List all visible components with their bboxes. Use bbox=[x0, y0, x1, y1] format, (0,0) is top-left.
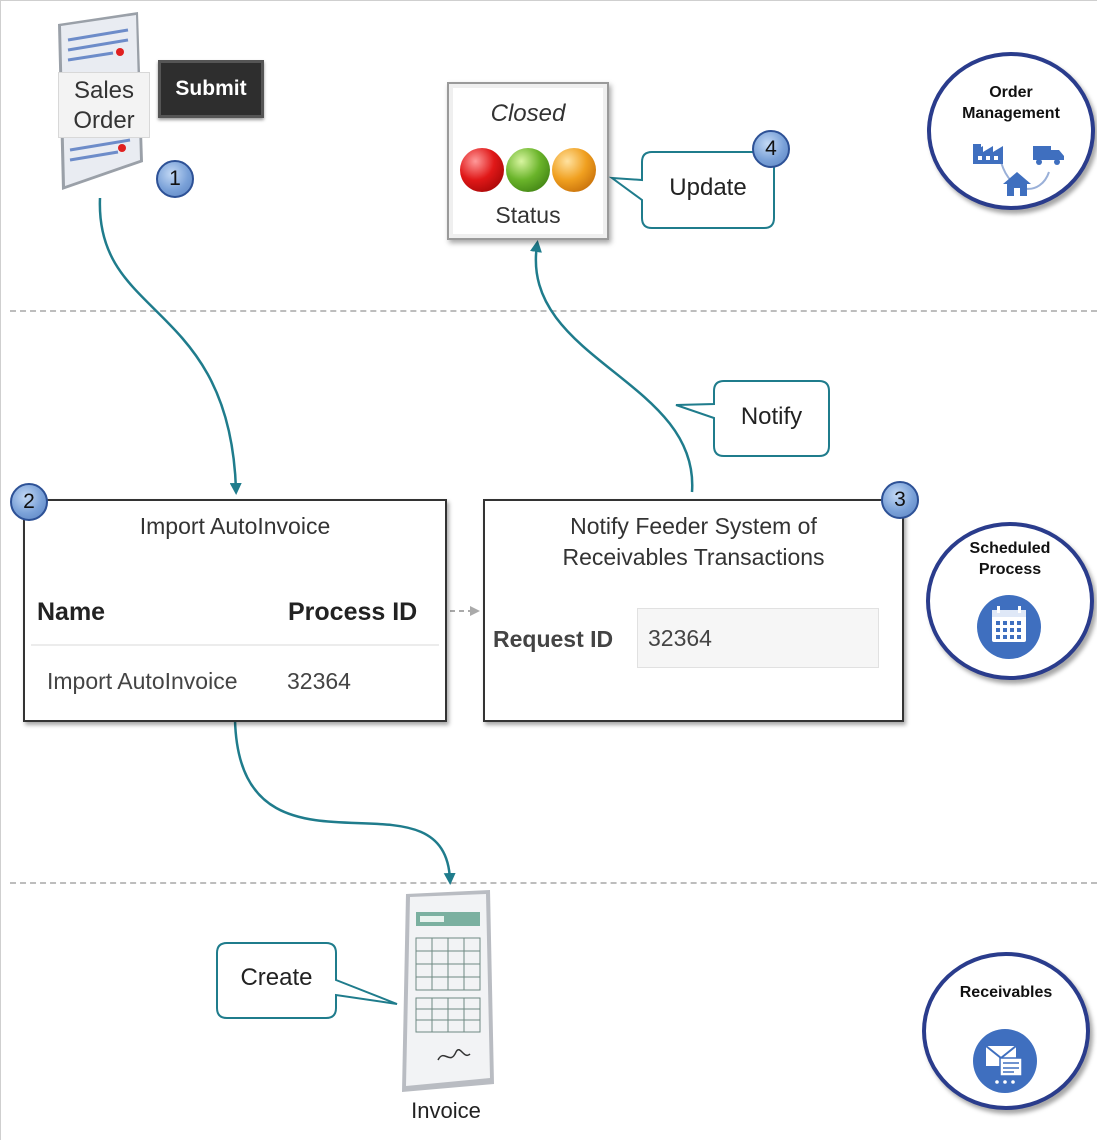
sales-order-label: Sales Order bbox=[58, 72, 150, 138]
red-light-icon bbox=[460, 148, 504, 192]
lane-divider bbox=[10, 882, 1097, 884]
envelope-invoice-icon bbox=[973, 1029, 1037, 1093]
green-light-icon bbox=[506, 148, 550, 192]
callout-notify-shape bbox=[675, 380, 830, 457]
orange-light-icon bbox=[552, 148, 596, 192]
calendar-icon bbox=[977, 595, 1041, 659]
status-widget: Closed Status bbox=[447, 82, 609, 240]
app-title: Receivables bbox=[959, 984, 1053, 1001]
callout-create-shape bbox=[216, 942, 398, 1019]
header-divider bbox=[31, 644, 439, 646]
column-header-process-id: Process ID bbox=[288, 598, 418, 626]
step-badge-3: 3 bbox=[881, 481, 919, 519]
row-process-id-cell: 32364 bbox=[287, 668, 351, 694]
factory-truck-home-icon bbox=[973, 144, 1064, 196]
app-title: Order Management bbox=[962, 84, 1060, 122]
invoice-document-icon bbox=[402, 890, 494, 1092]
app-title: Scheduled Process bbox=[969, 540, 1051, 578]
row-name-cell: Import AutoInvoice bbox=[47, 668, 238, 694]
invoice-label: Invoice bbox=[411, 1098, 481, 1123]
panel-title: Import AutoInvoice bbox=[139, 513, 331, 539]
callout-create: Create bbox=[240, 964, 313, 991]
step-badge-1: 1 bbox=[156, 160, 194, 198]
connector-import-to-invoice bbox=[233, 719, 456, 885]
lane-divider bbox=[10, 310, 1097, 312]
request-id-label: Request ID bbox=[493, 626, 614, 652]
request-id-field[interactable]: 32364 bbox=[637, 608, 879, 668]
notify-feeder-panel: Notify Feeder System of Receivables Tran… bbox=[483, 499, 904, 722]
app-order-management: Order Management bbox=[927, 52, 1095, 210]
connector-notify-to-status bbox=[530, 240, 694, 493]
connector-order-to-import bbox=[98, 197, 242, 495]
callout-notify: Notify bbox=[740, 403, 803, 430]
callout-update: Update bbox=[669, 174, 747, 201]
status-label: Status bbox=[495, 202, 561, 228]
step-badge-2: 2 bbox=[10, 483, 48, 521]
app-scheduled-process: Scheduled Process bbox=[926, 522, 1094, 680]
step-badge-4: 4 bbox=[752, 130, 790, 168]
import-autoinvoice-panel: Import AutoInvoice Name Process ID Impor… bbox=[23, 499, 447, 722]
column-header-name: Name bbox=[37, 598, 106, 626]
submit-button[interactable]: Submit bbox=[158, 60, 264, 118]
status-state: Closed bbox=[490, 100, 566, 127]
panel-title: Notify Feeder System of Receivables Tran… bbox=[562, 513, 825, 570]
app-receivables: Receivables bbox=[922, 952, 1090, 1110]
